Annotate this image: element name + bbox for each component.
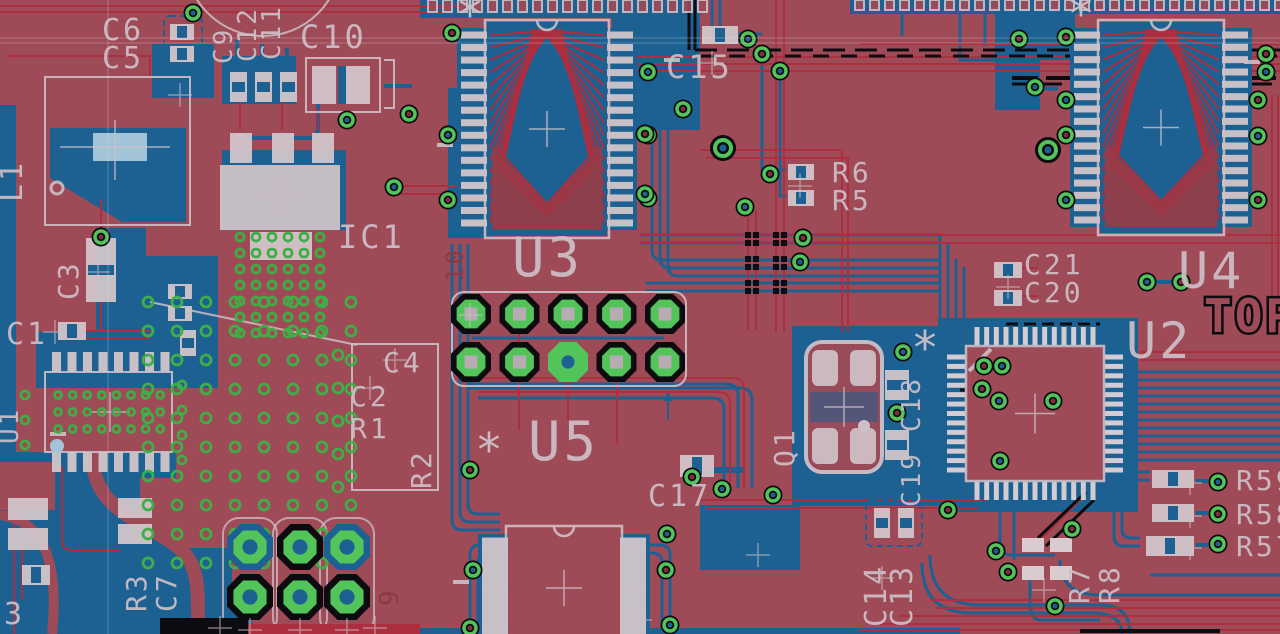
label-C14: C14 xyxy=(859,564,894,627)
label-C6: C6 xyxy=(102,13,144,48)
label-U5: U5 xyxy=(528,410,599,473)
inductor-L1[interactable] xyxy=(44,76,191,226)
label-R1: R1 xyxy=(350,412,390,445)
asterisk-marker: * xyxy=(456,0,484,42)
label-R59: R59 xyxy=(1236,464,1280,497)
label-C3: C3 xyxy=(52,260,85,300)
edge-pad-row xyxy=(427,0,1280,13)
label-IC1: IC1 xyxy=(338,218,405,256)
asterisk-marker: * xyxy=(475,423,503,477)
label-R3: R3 xyxy=(120,572,153,612)
chip-U1[interactable] xyxy=(44,352,173,472)
label-C21: C21 xyxy=(1024,248,1084,281)
header-connector[interactable] xyxy=(451,294,685,382)
origin-crosses xyxy=(43,51,1202,634)
label-C18: C18 xyxy=(897,376,927,432)
reference-markers: * * * * xyxy=(456,0,1095,477)
label-C4: C4 xyxy=(383,346,423,379)
label-U2: U2 xyxy=(1126,312,1192,370)
label-C1: C1 xyxy=(6,317,48,352)
stitch-vias xyxy=(19,231,358,570)
label-R7: R7 xyxy=(1063,564,1096,604)
label-C2: C2 xyxy=(350,380,390,413)
crystal-Q1[interactable] xyxy=(804,340,909,474)
label-R58: R58 xyxy=(1236,498,1280,531)
chip-U3[interactable] xyxy=(457,18,637,240)
vias xyxy=(91,3,1276,634)
label-L1: L1 xyxy=(0,160,30,202)
chip-U2[interactable] xyxy=(947,327,1123,500)
label-C7: C7 xyxy=(150,572,183,612)
label-R6: R6 xyxy=(832,156,872,189)
label-R8: R8 xyxy=(1093,564,1126,604)
label-R57: R57 xyxy=(1236,530,1280,563)
label-C17: C17 xyxy=(648,479,711,514)
label-C9: C9 xyxy=(209,27,239,64)
label-C5: C5 xyxy=(102,41,144,76)
chip-U4[interactable] xyxy=(1070,18,1252,237)
asterisk-marker: * xyxy=(1067,0,1095,41)
label-ten: 10 xyxy=(441,247,469,282)
silkscreen xyxy=(50,0,1260,634)
label-TOP: TOP xyxy=(1204,289,1280,343)
label-R5: R5 xyxy=(832,184,872,217)
label-dim-9: 9 xyxy=(375,587,405,606)
label-C12: C12 xyxy=(233,6,263,62)
label-Q1: Q1 xyxy=(768,427,801,467)
label-C20: C20 xyxy=(1024,276,1084,309)
small-components[interactable] xyxy=(8,15,1194,585)
label-C19: C19 xyxy=(897,451,927,507)
label-U4: U4 xyxy=(1178,242,1244,300)
label-R2: R2 xyxy=(405,449,438,489)
label-partial-3: 3 xyxy=(4,597,25,632)
label-C15: C15 xyxy=(666,48,733,86)
label-C11: C11 xyxy=(257,4,287,60)
chip-IC1[interactable] xyxy=(149,133,358,346)
label-U3: U3 xyxy=(512,226,583,289)
label-U1: U1 xyxy=(0,407,25,444)
label-C10: C10 xyxy=(300,18,367,56)
chip-U5[interactable] xyxy=(478,524,650,634)
label-C13: C13 xyxy=(885,564,920,627)
bottom-connector[interactable] xyxy=(227,524,370,620)
asterisk-marker: * xyxy=(911,321,939,375)
